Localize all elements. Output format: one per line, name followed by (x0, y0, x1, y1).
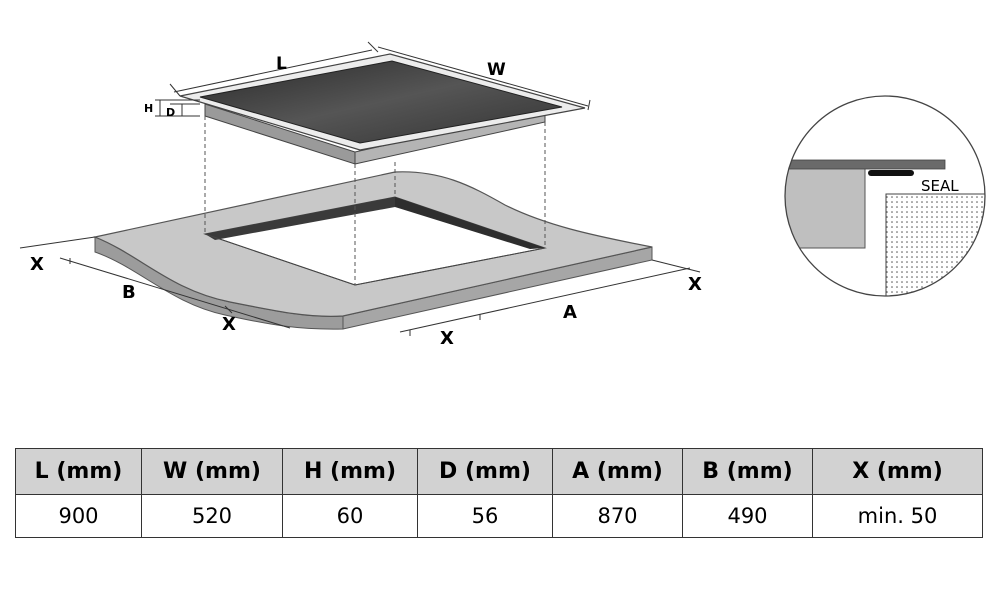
label-b: B (122, 282, 136, 303)
value-l: 900 (15, 494, 142, 538)
value-a: 870 (552, 494, 683, 538)
label-w: W (487, 60, 506, 80)
installation-diagram: L W H D X B X X A X SEAL (19, 41, 986, 349)
hob-glass-top (199, 60, 563, 144)
header-b: B (mm) (682, 448, 813, 495)
header-a: A (mm) (552, 448, 683, 495)
detail-worktop (785, 167, 866, 249)
value-h: 60 (282, 494, 418, 538)
dimension-labels: L W H D X B X X A X (30, 54, 702, 349)
dimension-lines (19, 41, 701, 336)
label-x-right: X (688, 274, 702, 295)
label-x-left: X (30, 254, 44, 275)
header-d: D (mm) (417, 448, 553, 495)
seal-label: SEAL (921, 177, 959, 195)
table-row: 900 520 60 56 870 490 min. 50 (15, 494, 983, 538)
label-h: H (144, 102, 153, 115)
label-l: L (276, 54, 287, 74)
detail-seal-strip (868, 170, 914, 176)
value-d: 56 (417, 494, 553, 538)
dimensions-table: L (mm) W (mm) H (mm) D (mm) A (mm) B (mm… (15, 448, 983, 538)
detail-hob-glass (785, 159, 946, 170)
header-w: W (mm) (141, 448, 283, 495)
label-a: A (563, 302, 577, 323)
value-w: 520 (141, 494, 283, 538)
hob (179, 53, 586, 165)
value-x: min. 50 (812, 494, 983, 538)
value-b: 490 (682, 494, 813, 538)
detail-hob-body (885, 193, 985, 296)
label-d: D (166, 106, 175, 119)
label-x-left-bottom: X (222, 314, 236, 335)
countertop (92, 171, 653, 330)
header-l: L (mm) (15, 448, 142, 495)
label-x-front: X (440, 328, 454, 349)
cutout-inner-wall-right (395, 197, 545, 249)
header-x: X (mm) (812, 448, 983, 495)
cutout-inner-wall-left (205, 197, 395, 240)
table-header-row: L (mm) W (mm) H (mm) D (mm) A (mm) B (mm… (15, 448, 983, 495)
header-h: H (mm) (282, 448, 418, 495)
projection-lines (204, 116, 546, 285)
seal-detail-circle: SEAL (784, 95, 986, 297)
